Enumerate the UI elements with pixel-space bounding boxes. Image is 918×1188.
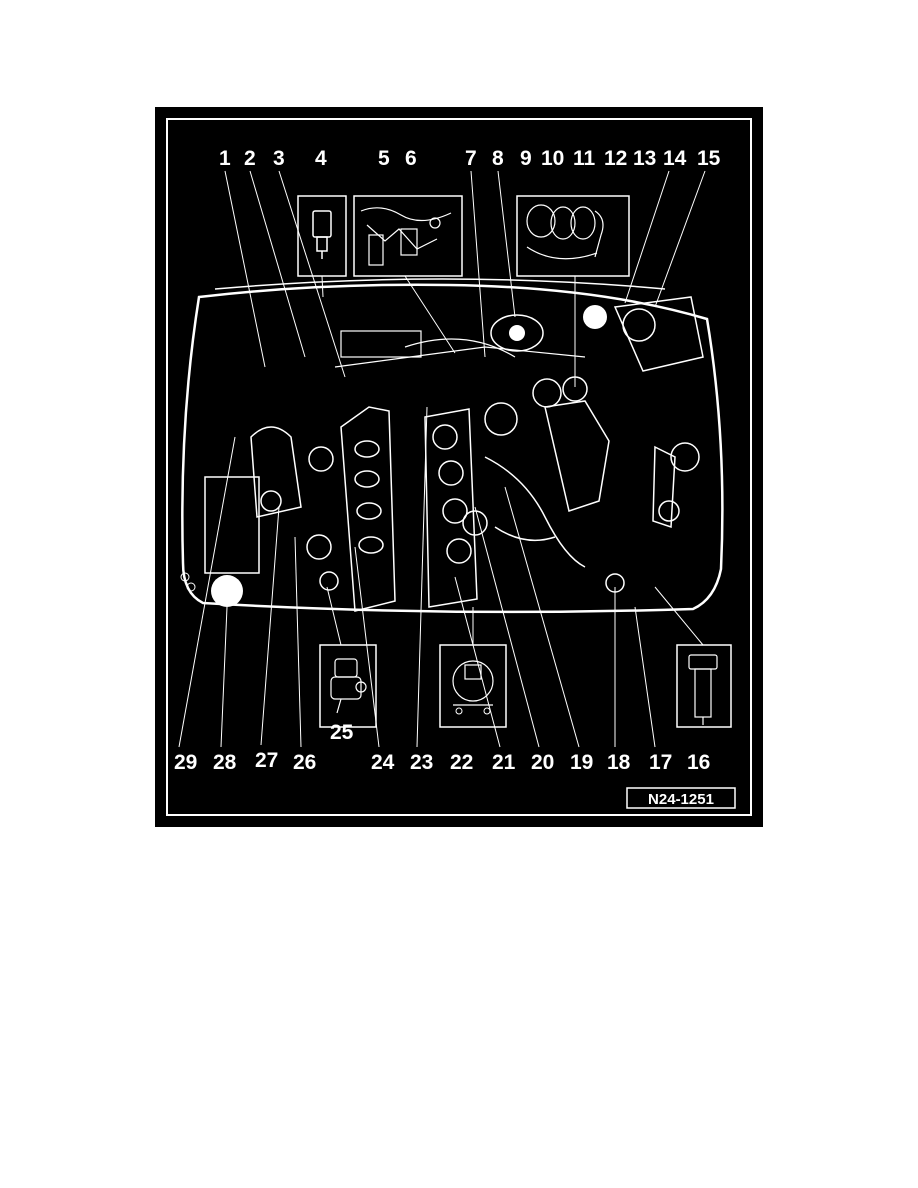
- inset-5-6-engine-detail: [353, 195, 463, 354]
- callout-3: 3: [273, 147, 285, 170]
- callout-17: 17: [649, 751, 672, 774]
- bottom-callouts: 29 28 27 26 25 24 23 22 21 20 19 18 17 1…: [174, 721, 710, 774]
- callout-15: 15: [697, 147, 721, 170]
- callout-19: 19: [570, 751, 593, 774]
- callout-18: 18: [607, 751, 631, 774]
- callout-29: 29: [174, 751, 197, 774]
- callout-16: 16: [687, 751, 710, 774]
- callout-21: 21: [492, 751, 516, 774]
- inset-9-13-relays: [516, 195, 630, 387]
- callout-22: 22: [450, 751, 473, 774]
- callout-25: 25: [330, 721, 354, 744]
- callout-24: 24: [371, 751, 395, 774]
- inset-25-valve: [319, 644, 377, 728]
- callout-7: 7: [465, 147, 477, 170]
- callout-5: 5: [378, 147, 390, 170]
- callout-27: 27: [255, 749, 278, 772]
- diagram-frame: [166, 118, 752, 816]
- callout-11: 11: [573, 147, 596, 170]
- callout-12: 12: [604, 147, 627, 170]
- diagram-background: [155, 107, 763, 827]
- callout-8: 8: [492, 147, 504, 170]
- callout-28: 28: [213, 751, 237, 774]
- callout-26: 26: [293, 751, 316, 774]
- engine-components: [180, 296, 704, 612]
- callout-1: 1: [219, 147, 231, 170]
- engine-bay-outline: [181, 278, 724, 614]
- engine-component-diagram: 1 2 3 4 5 6 7 8 9 10 11 12 13 14 15 29 2…: [155, 107, 763, 827]
- top-callouts: 1 2 3 4 5 6 7 8 9 10 11 12 13 14 15: [219, 147, 721, 170]
- callout-10: 10: [541, 147, 564, 170]
- callout-2: 2: [244, 147, 256, 170]
- callout-13: 13: [633, 147, 656, 170]
- figure-id-label: N24-1251: [626, 787, 736, 809]
- inset-16-sensor: [676, 644, 732, 728]
- callout-20: 20: [531, 751, 554, 774]
- inset-4-sensor: [297, 195, 347, 298]
- callout-9: 9: [520, 147, 532, 170]
- callout-14: 14: [663, 147, 687, 170]
- callout-4: 4: [315, 147, 327, 170]
- callout-6: 6: [405, 147, 417, 170]
- diagram-canvas: 1 2 3 4 5 6 7 8 9 10 11 12 13 14 15 29 2…: [155, 107, 763, 827]
- leader-lines: [178, 170, 706, 748]
- figure-id-text: N24-1251: [648, 791, 714, 808]
- callout-23: 23: [410, 751, 433, 774]
